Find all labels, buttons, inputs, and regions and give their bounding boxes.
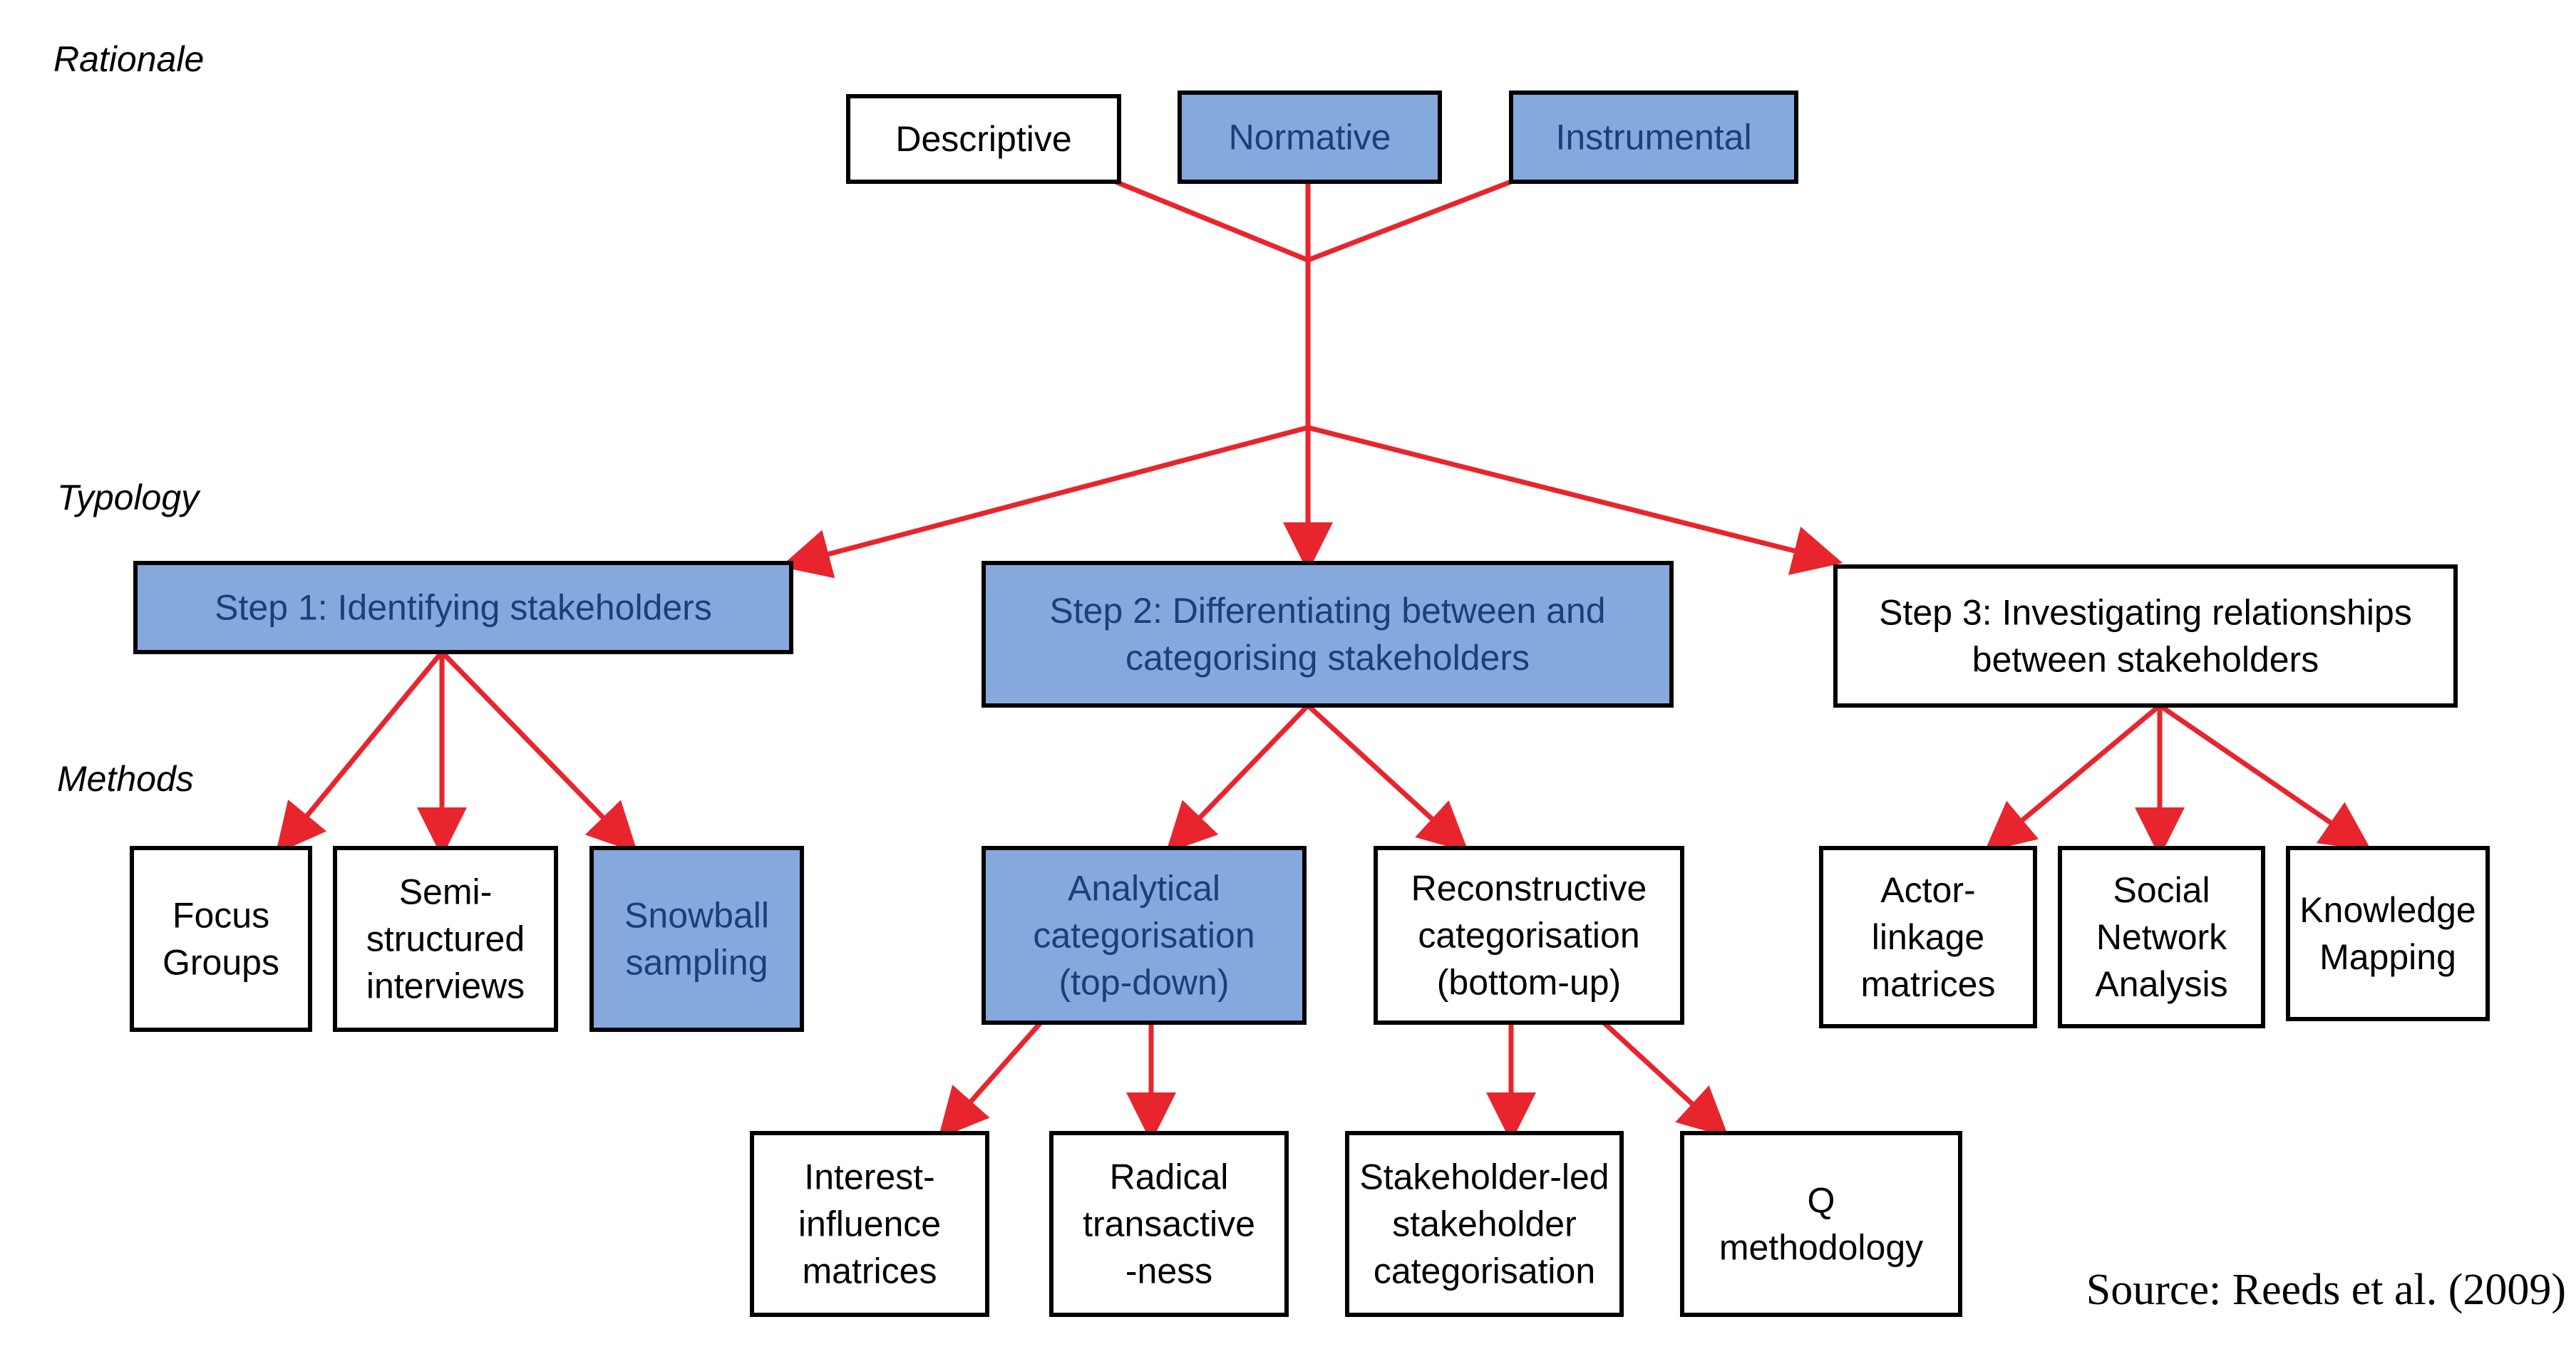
node-label-line: structured [366, 919, 525, 959]
node-label-line: Semi- [399, 872, 493, 912]
node-label-line: Mapping [2319, 937, 2456, 977]
node-box [982, 846, 1307, 1025]
node-label-line: Social [2113, 870, 2210, 910]
node-label-line: categorisation [1374, 1251, 1595, 1291]
node-box [982, 561, 1674, 708]
node-label-line: matrices [803, 1251, 937, 1291]
node-box [2058, 846, 2265, 1028]
node-label-line: sampling [625, 943, 768, 983]
node-box [846, 94, 1121, 184]
node-label-line: Descriptive [895, 119, 1071, 159]
node-label-line: Actor- [1880, 870, 1975, 910]
node-label-line: Focus [172, 896, 269, 936]
node-label-line: categorising stakeholders [1125, 638, 1530, 678]
node-label-line: Stakeholder-led [1359, 1157, 1609, 1197]
node-label-line: Analysis [2095, 964, 2227, 1004]
connector-arrow [780, 425, 1311, 579]
node-label-line: Knowledge [2299, 890, 2475, 930]
connector-arrow [1984, 703, 2163, 852]
node-label-line: (top-down) [1059, 963, 1230, 1003]
node-analytical: Analytical categorisation (top-down) [982, 846, 1307, 1025]
node-box [130, 846, 312, 1032]
node-label-line: interviews [366, 966, 525, 1006]
node-box [333, 846, 558, 1032]
source-citation: Source: Reeds et al. (2009) [2086, 1266, 2566, 1314]
node-label-line: Radical [1110, 1157, 1229, 1197]
node-label-line: categorisation [1418, 916, 1639, 956]
node-label-line: Groups [163, 943, 279, 983]
node-box [1680, 1131, 1962, 1317]
node-step2: Step 2: Differentiating between and categ… [982, 561, 1674, 708]
connector-line [1113, 179, 1311, 263]
node-label-line: Q [1808, 1181, 1835, 1221]
node-box [589, 846, 804, 1032]
node-label-line: Snowball [624, 896, 769, 936]
node-reconstructive: Reconstructive categorisation (bottom-up) [1374, 846, 1684, 1025]
node-label-line: between stakeholders [1972, 640, 2319, 680]
connector-arrows [275, 179, 2372, 1142]
node-box [750, 1131, 989, 1317]
node-instrumental: Instrumental [1509, 91, 1798, 184]
node-label-line: Analytical [1068, 869, 1220, 909]
node-label-line: Step 3: Investigating relationships [1879, 593, 2412, 633]
node-box [133, 561, 793, 654]
node-label-line: influence [798, 1204, 941, 1244]
node-label-line: Network [2096, 917, 2227, 957]
connector-arrow [439, 649, 638, 854]
node-label-line: categorisation [1033, 916, 1254, 956]
node-step3: Step 3: Investigating relationships betwe… [1833, 564, 2458, 708]
connector-arrow [1305, 425, 1843, 575]
node-normative: Normative [1178, 91, 1442, 184]
node-label-line: Step 2: Differentiating between and [1049, 591, 1605, 631]
node-label-line: Normative [1229, 118, 1391, 157]
node-interest-influence: Interest-influence matrices [750, 1131, 989, 1317]
node-stakeholder-led: Stakeholder-led stakeholder categorisation [1345, 1131, 1624, 1317]
node-step1: Step 1: Identifying stakeholders [133, 561, 793, 654]
node-semi-structured: Semi-structured interviews [333, 846, 558, 1032]
section-label-rationale: Rationale [53, 39, 204, 79]
node-label-line: matrices [1861, 964, 1996, 1004]
node-label-line: linkage [1872, 917, 1984, 957]
node-box [2286, 846, 2490, 1021]
connector-arrow [2157, 703, 2372, 851]
node-radical: Radical transactive -ness [1049, 1131, 1289, 1317]
node-label-line: Step 1: Identifying stakeholders [215, 588, 712, 628]
node-box [1833, 564, 2458, 708]
node-box [1345, 1131, 1624, 1317]
connector-line [1305, 179, 1514, 263]
node-box [1178, 91, 1442, 184]
node-label-line: methodology [1719, 1228, 1923, 1268]
node-box [1374, 846, 1684, 1025]
node-snowball: Snowball sampling [589, 846, 804, 1032]
node-label-line: Interest- [804, 1157, 934, 1197]
node-label-line: (bottom-up) [1437, 963, 1621, 1003]
section-label-typology: Typology [57, 477, 201, 517]
node-label-line: transactive [1083, 1204, 1255, 1244]
connector-arrow [1165, 703, 1311, 854]
node-box [1049, 1131, 1289, 1317]
node-label-line: stakeholder [1392, 1204, 1577, 1244]
node-label-line: Reconstructive [1411, 869, 1647, 909]
connector-arrow [275, 649, 445, 854]
node-actor-linkage: Actor-linkage matrices [1819, 846, 2037, 1028]
section-label-methods: Methods [57, 759, 194, 799]
node-box [1509, 91, 1798, 184]
node-label-line: Instrumental [1555, 118, 1751, 157]
connector-arrow [938, 1020, 1044, 1139]
connector-arrow [1305, 703, 1469, 853]
node-descriptive: Descriptive [846, 94, 1121, 184]
node-label-line: -ness [1125, 1251, 1212, 1291]
node-box [1819, 846, 2037, 1028]
connector-arrow [1601, 1020, 1729, 1138]
